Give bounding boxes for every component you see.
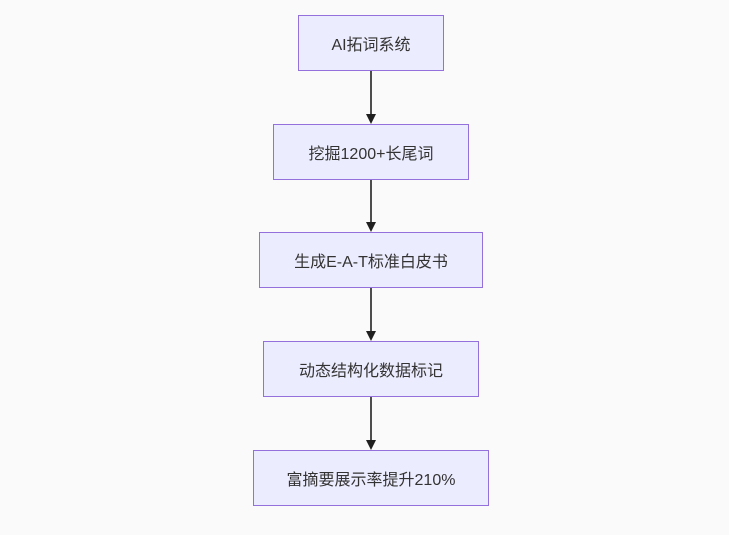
arrow-head-icon	[366, 114, 376, 124]
flow-node-label: AI拓词系统	[331, 37, 411, 54]
flow-node-label: 生成E-A-T标准白皮书	[294, 254, 448, 271]
arrow-head-icon	[366, 331, 376, 341]
flow-arrow-d-to-e	[366, 397, 376, 450]
flow-node-structured-data-markup: 动态结构化数据标记	[263, 341, 479, 397]
flow-node-label: 富摘要展示率提升210%	[286, 472, 456, 489]
flow-node-ai-word-system: AI拓词系统	[298, 15, 444, 71]
flow-node-eat-whitepaper: 生成E-A-T标准白皮书	[259, 232, 483, 288]
flow-arrow-c-to-d	[366, 288, 376, 341]
arrow-head-icon	[366, 222, 376, 232]
arrow-head-icon	[366, 440, 376, 450]
flow-arrow-a-to-b	[366, 71, 376, 124]
arrow-line	[370, 71, 372, 116]
flow-node-longtail-mining: 挖掘1200+长尾词	[273, 124, 469, 180]
arrow-line	[370, 288, 372, 333]
flow-node-label: 挖掘1200+长尾词	[308, 146, 434, 163]
flow-node-label: 动态结构化数据标记	[298, 363, 443, 380]
flow-node-rich-snippet-result: 富摘要展示率提升210%	[253, 450, 489, 506]
flow-arrow-b-to-c	[366, 180, 376, 232]
arrow-line	[370, 180, 372, 224]
arrow-line	[370, 397, 372, 442]
